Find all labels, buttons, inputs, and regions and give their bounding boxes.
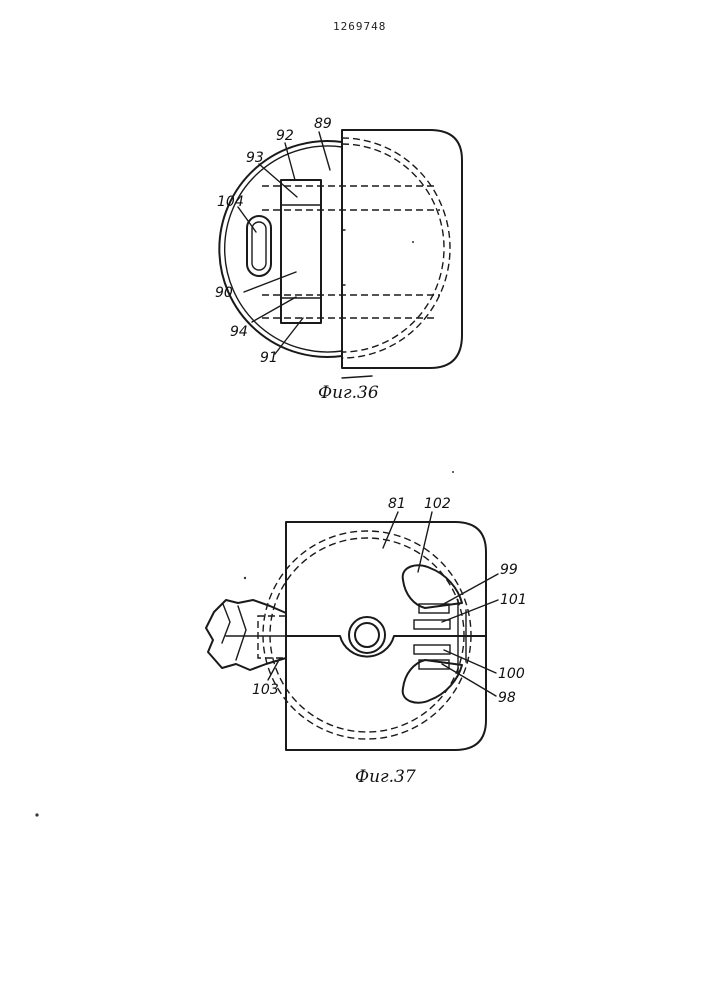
- fig37-leader-101: [442, 600, 498, 622]
- scan-speck-3: [412, 241, 414, 243]
- fig37-label-102: 102: [424, 496, 451, 512]
- figure-36: 89 92 93 104 90 94 91 Фиг.36: [215, 116, 462, 403]
- fig36-disc-inner-rim: [225, 146, 342, 352]
- fig37-label-98: 98: [498, 690, 516, 706]
- scan-speck-4: [452, 471, 454, 473]
- figure-37: 81 102 99 101 100 98 103 Фиг.37: [206, 496, 527, 787]
- fig36-label-92: 92: [276, 128, 294, 144]
- fig37-label-101: 101: [500, 592, 527, 608]
- fig37-clamp-inner-1: [222, 604, 230, 643]
- fig36-leader-90: [244, 272, 296, 292]
- fig36-label-93: 93: [246, 150, 264, 166]
- fig36-hidden-disc: [342, 138, 450, 358]
- fig37-caption: Фиг.37: [355, 767, 416, 787]
- fig37-clamp-inner-2: [236, 606, 246, 660]
- fig37-label-100: 100: [498, 666, 525, 682]
- fig37-label-99: 99: [500, 562, 518, 578]
- fig36-label-90: 90: [215, 285, 233, 301]
- scan-speck-1: [35, 813, 38, 816]
- fig37-label-103: 103: [252, 682, 279, 698]
- fig36-leader-89: [319, 132, 330, 170]
- fig36-label-91: 91: [260, 350, 278, 366]
- fig37-clamp: [206, 600, 286, 670]
- fig37-split-line: [286, 636, 486, 657]
- patent-number: 1269748: [333, 20, 386, 33]
- fig36-caption-mark: [342, 376, 372, 378]
- fig36-label-94: 94: [230, 324, 248, 340]
- fig37-bore-inner: [355, 623, 379, 647]
- fig36-caption: Фиг.36: [318, 383, 379, 403]
- scan-speck-2: [244, 577, 246, 579]
- fig37-label-81: 81: [388, 496, 406, 512]
- fig36-hidden-disc-inner: [342, 144, 444, 352]
- fig36-label-104: 104: [217, 194, 244, 210]
- fig37-lobe-upper: [403, 565, 462, 608]
- fig37-lobe-lower: [403, 660, 462, 703]
- fig36-label-89: 89: [314, 116, 332, 132]
